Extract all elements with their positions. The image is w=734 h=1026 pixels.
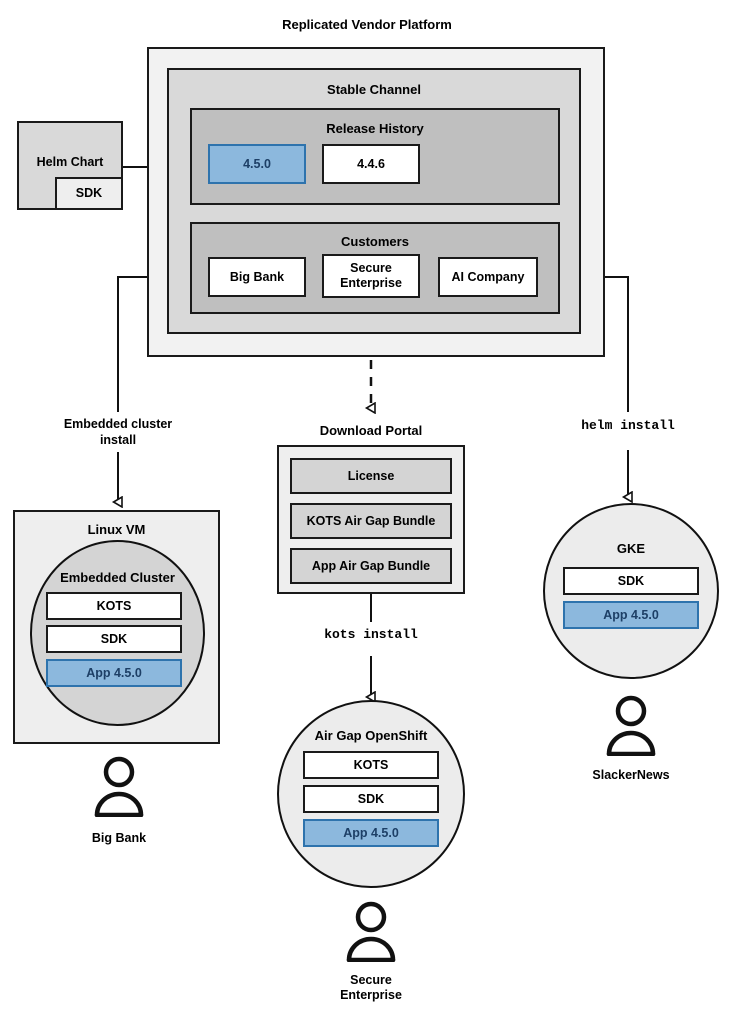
edge-label-helm-install: helm install xyxy=(581,418,675,433)
linux-vm-component-app[interactable]: App 4.5.0 xyxy=(46,659,182,687)
linux-vm-customer-label: Big Bank xyxy=(91,831,147,845)
embedded-cluster-title: Embedded Cluster xyxy=(60,570,175,585)
download-portal-item-kots-air-gap-bundle[interactable]: KOTS Air Gap Bundle xyxy=(290,503,452,539)
person-icon xyxy=(94,756,144,817)
download-portal-item-app-air-gap-bundle[interactable]: App Air Gap Bundle xyxy=(290,548,452,584)
component-label: SDK xyxy=(617,573,645,588)
helm-chart-label: Helm Chart xyxy=(36,155,104,169)
release-version-label: 4.5.0 xyxy=(243,156,271,171)
component-label: App 4.5.0 xyxy=(603,607,659,622)
component-label: SDK xyxy=(100,631,128,646)
gke-title: GKE xyxy=(616,541,646,556)
helm-chart-sdk-label: SDK xyxy=(75,186,103,200)
download-portal-title: Download Portal xyxy=(319,423,423,438)
edge-label-kots-install: kots install xyxy=(324,627,418,642)
helm-chart-sdk-box: SDK xyxy=(55,177,123,210)
person-icon xyxy=(606,695,656,756)
gke-customer-label: SlackerNews xyxy=(592,768,670,782)
helm-chart-box: Helm Chart xyxy=(17,121,123,210)
airgap-openshift-title: Air Gap OpenShift xyxy=(314,728,428,743)
stable-channel-title: Stable Channel xyxy=(327,82,421,97)
linux-vm-component-sdk[interactable]: SDK xyxy=(46,625,182,653)
page-title: Replicated Vendor Platform xyxy=(282,17,452,32)
component-label: KOTS xyxy=(353,757,389,772)
component-label: App 4.5.0 xyxy=(86,665,142,680)
download-portal-item-license[interactable]: License xyxy=(290,458,452,494)
person-icon xyxy=(346,901,396,962)
customer-ai-company[interactable]: AI Company xyxy=(438,257,538,297)
edge-label-embedded-cluster-install: Embedded cluster install xyxy=(63,417,173,448)
release-item-4-5-0[interactable]: 4.5.0 xyxy=(208,144,306,184)
airgap-customer-label: Secure Enterprise xyxy=(340,973,402,1002)
gke-component-sdk[interactable]: SDK xyxy=(563,567,699,595)
customer-secure-enterprise[interactable]: Secure Enterprise xyxy=(322,254,420,298)
portal-item-label: KOTS Air Gap Bundle xyxy=(306,513,436,528)
customer-label: Secure Enterprise xyxy=(340,261,402,290)
customer-label: AI Company xyxy=(451,269,525,284)
release-version-label: 4.4.6 xyxy=(357,156,385,171)
component-label: App 4.5.0 xyxy=(343,825,399,840)
component-label: KOTS xyxy=(96,598,132,613)
airgap-component-kots[interactable]: KOTS xyxy=(303,751,439,779)
release-item-4-4-6[interactable]: 4.4.6 xyxy=(322,144,420,184)
portal-item-label: License xyxy=(347,468,395,483)
customer-label: Big Bank xyxy=(229,269,285,284)
release-history-title: Release History xyxy=(326,121,424,136)
airgap-component-app[interactable]: App 4.5.0 xyxy=(303,819,439,847)
portal-item-label: App Air Gap Bundle xyxy=(311,558,431,573)
customers-title: Customers xyxy=(341,234,409,249)
component-label: SDK xyxy=(357,791,385,806)
customer-big-bank[interactable]: Big Bank xyxy=(208,257,306,297)
gke-component-app[interactable]: App 4.5.0 xyxy=(563,601,699,629)
airgap-component-sdk[interactable]: SDK xyxy=(303,785,439,813)
linux-vm-title: Linux VM xyxy=(87,522,146,537)
linux-vm-component-kots[interactable]: KOTS xyxy=(46,592,182,620)
